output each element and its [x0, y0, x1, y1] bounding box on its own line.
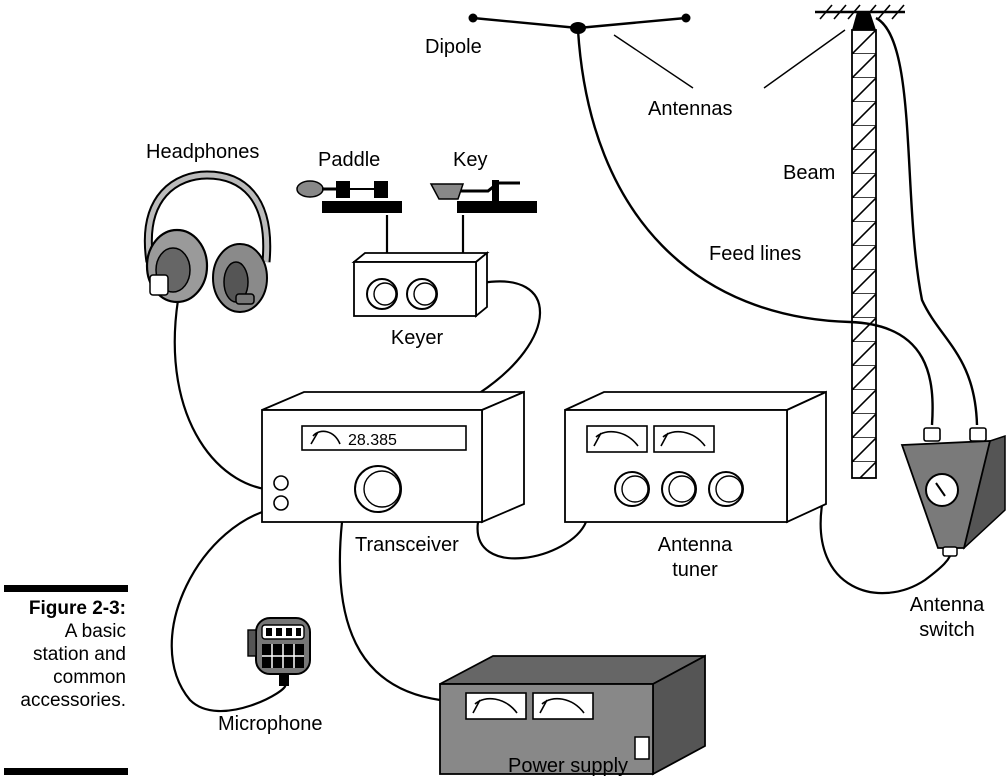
- label-paddle: Paddle: [318, 149, 380, 171]
- cables: [170, 215, 951, 713]
- label-antenna-tuner-line1: Antenna: [658, 534, 733, 556]
- microphone: [247, 617, 311, 686]
- antenna-tuner: [564, 390, 827, 524]
- label-transceiver: Transceiver: [355, 534, 459, 556]
- caption-line-3: common: [53, 667, 126, 688]
- figure-number: Figure 2-3:: [29, 598, 126, 619]
- antennas-pointer-beam: [763, 29, 846, 89]
- headphones: [143, 170, 272, 313]
- antenna-tower: [851, 12, 877, 479]
- dipole-antenna: [468, 13, 691, 34]
- label-dipole: Dipole: [425, 36, 482, 58]
- antennas-pointer-dipole: [613, 34, 694, 89]
- transceiver-frequency-display: 28.385: [348, 432, 397, 449]
- caption-line-1: A basic: [65, 621, 126, 642]
- label-keyer: Keyer: [391, 327, 444, 349]
- feed-lines: [576, 16, 979, 426]
- power-supply: [439, 654, 706, 776]
- caption-line-4: accessories.: [20, 690, 126, 711]
- label-antennas: Antennas: [648, 98, 733, 120]
- label-beam: Beam: [783, 162, 835, 184]
- straight-key: [429, 180, 537, 213]
- label-antenna-tuner-line2: tuner: [672, 559, 718, 581]
- paddle: [296, 180, 402, 213]
- label-antenna-switch-line2: switch: [919, 619, 975, 641]
- keyer: [351, 251, 490, 318]
- label-antenna-switch-line1: Antenna: [910, 594, 985, 616]
- caption-line-2: station and: [33, 644, 126, 665]
- label-microphone: Microphone: [218, 713, 323, 735]
- label-headphones: Headphones: [146, 141, 259, 163]
- label-key: Key: [453, 149, 487, 171]
- transceiver: 28.385: [261, 390, 525, 524]
- caption-top-bar: [4, 585, 128, 592]
- label-power-supply: Power supply: [508, 755, 629, 777]
- caption-bottom-bar: [4, 768, 128, 775]
- antenna-switch: [900, 427, 1006, 557]
- label-feed-lines: Feed lines: [709, 243, 801, 265]
